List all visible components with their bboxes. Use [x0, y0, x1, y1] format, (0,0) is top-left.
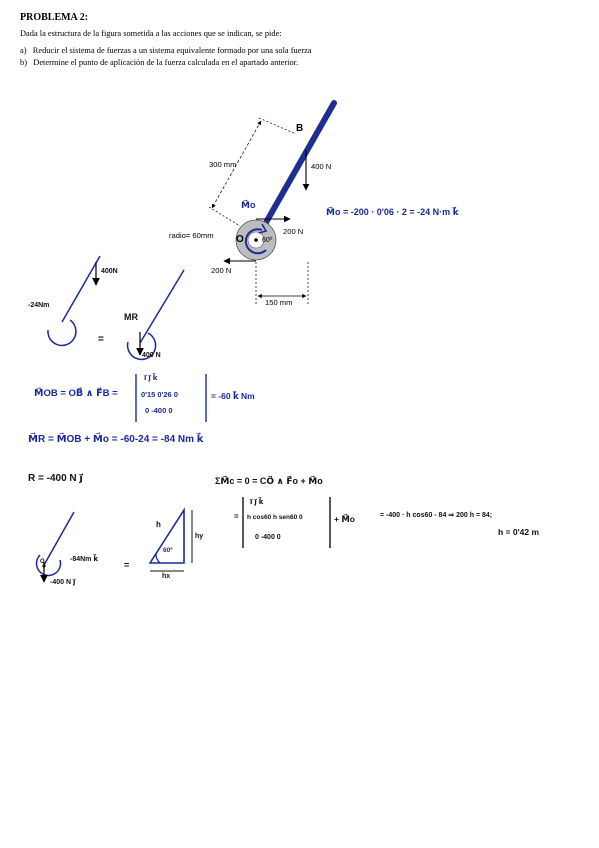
- dimension-150: [255, 262, 309, 305]
- question-b-letter: b): [20, 58, 27, 67]
- hw-det1-row2: 0'15 0'26 0: [141, 390, 178, 399]
- hw-diagram-bottom: [35, 511, 75, 577]
- force-400-label: 400 N: [311, 162, 332, 171]
- dim-150-label: 150 mm: [265, 298, 293, 307]
- problem-intro: Dada la estructura de la figura sometida…: [20, 29, 282, 38]
- radius-label: radio= 60mm: [169, 231, 214, 240]
- question-b: b) Determine el punto de aplicación de l…: [20, 58, 298, 67]
- hw-triangle-hy: hy: [195, 533, 204, 540]
- hw-det2-row3: 0 -400 0: [255, 534, 281, 541]
- question-a-letter: a): [20, 46, 27, 55]
- hw-det1-row1: i⃗ j⃗ k⃗: [144, 375, 158, 382]
- hw-bottom-force: -400 N j⃗: [50, 579, 76, 586]
- hw-det2-row1: i⃗ j⃗ k⃗: [250, 499, 264, 506]
- hw-triangle-h: h: [156, 520, 161, 529]
- hw-equals: =: [98, 334, 104, 345]
- hw-triangle-hx: hx: [162, 573, 171, 580]
- hw-diagram-right: [126, 269, 185, 361]
- hw-mob-lhs: M⃗OB = OB⃗ ∧ F⃗B =: [34, 388, 118, 399]
- hw-left-force: 400N: [101, 268, 118, 275]
- point-o-label: O: [236, 234, 244, 245]
- hw-diagram-left: [47, 255, 101, 347]
- dimension-300: [208, 117, 297, 227]
- question-a-text: Reducir el sistema de fuerzas a un siste…: [32, 46, 312, 55]
- force-200-bottom-label: 200 N: [211, 266, 232, 275]
- moment-o-label: M⃗o: [241, 200, 256, 210]
- hw-det1-row3: 0 -400 0: [145, 406, 173, 415]
- hw-triangle-angle: 60º: [163, 547, 173, 554]
- moment-arc: [244, 228, 267, 255]
- problem-title: PROBLEMA 2:: [20, 12, 89, 23]
- hw-bottom-equals: =: [124, 560, 130, 570]
- hw-det2-row2: h cos60 h sen60 0: [247, 514, 303, 521]
- hw-sum-equation: ΣM⃗c = 0 = CO⃗ ∧ F⃗o + M⃗o: [215, 476, 323, 486]
- hw-solve-line1: = -400 · h cos60 - 84 ⇒ 200 h = 84;: [380, 512, 493, 519]
- hw-r-equation: R = -400 N j⃗: [28, 473, 83, 484]
- hw-bottom-point: O: [40, 559, 45, 565]
- hw-solve-line2: h = 0'42 m: [498, 527, 540, 537]
- hw-mr-equation: M⃗R = M⃗OB + M⃗o = -60-24 = -84 Nm k⃗: [28, 434, 204, 445]
- hw-left-moment: -24Nm: [28, 302, 50, 309]
- force-200-top-label: 200 N: [283, 227, 304, 236]
- question-a: a) Reducir el sistema de fuerzas a un si…: [20, 46, 312, 55]
- dim-300-label: 300 mm: [209, 160, 237, 169]
- hw-mo-equation: M⃗o = -200 · 0'06 · 2 = -24 N·m k⃗: [326, 207, 459, 217]
- angle-label: 60º: [262, 237, 273, 244]
- hw-eq-prefix: =: [234, 512, 239, 521]
- bar-ob: [253, 100, 337, 243]
- point-b-label: B: [296, 123, 304, 134]
- hw-mr-label: MR: [124, 312, 138, 322]
- hw-det2-plus: + M⃗o: [334, 514, 355, 524]
- hw-bottom-moment: -84Nm k⃗: [70, 556, 98, 563]
- hw-right-force: 400 N: [142, 352, 161, 359]
- question-b-text: Determine el punto de aplicación de la f…: [33, 58, 299, 67]
- hw-triangle: [148, 507, 193, 572]
- hw-mob-result: = -60 k⃗ Nm: [211, 391, 255, 401]
